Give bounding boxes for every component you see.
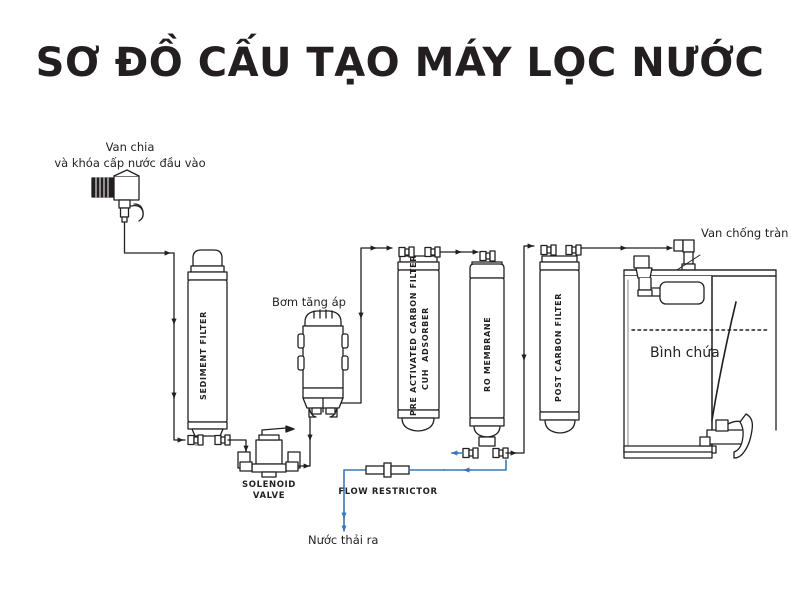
flow-restrictor-icon (365, 462, 410, 478)
inlet-valve-label-line2: và khóa cấp nước đầu vào (54, 155, 206, 170)
page-title: SƠ ĐỒ CẤU TẠO MÁY LỌC NƯỚC (35, 40, 765, 86)
solenoid-valve-label: SOLENOID VALVE (209, 480, 329, 501)
pipe-solenoid-to-pump (297, 409, 311, 467)
faucet-icon (623, 413, 754, 459)
post-carbon-filter-label: POST CARBON FILTER (554, 292, 563, 402)
booster-pump-label: Bơm tăng áp (272, 295, 346, 309)
pipe-ro-to-postcarbon (505, 245, 535, 454)
overflow-valve-label: Van chống tràn (701, 226, 789, 240)
sediment-filter-housing (187, 249, 228, 437)
pre-activated-carbon-filter-label-line1: PRE ACTIVATED CARBON FILTER (409, 254, 418, 416)
solenoid-valve-label-line2: VALVE (252, 490, 286, 501)
ro-membrane-housing (469, 261, 505, 447)
booster-pump-icon (297, 309, 349, 418)
pipe-inlet-to-riser (123, 221, 171, 256)
flow-restrictor-label: FLOW RESTRICTOR (338, 487, 438, 497)
inlet-valve-label: Van chia và khóa cấp nước đầu vào (30, 140, 230, 171)
solenoid-valve-icon (237, 425, 301, 478)
post-carbon-filter-housing (539, 255, 580, 434)
storage-tank (623, 255, 777, 454)
pre-activated-carbon-filter-label-line2: CUH ADSORBER (421, 306, 430, 390)
storage-tank-label: Bình chứa (650, 345, 720, 361)
sediment-filter-label: SEDIMENT FILTER (199, 310, 208, 400)
waste-water-label: Nước thải ra (308, 533, 379, 547)
ro-membrane-label: RO MEMBRANE (483, 316, 492, 392)
pipe-riser-down-to-sediment (169, 252, 186, 441)
overflow-valve-icon (673, 239, 696, 272)
pipe-pump-to-precarbon (340, 245, 393, 404)
inlet-valve-label-line1: Van chia (105, 140, 155, 154)
solenoid-valve-label-line1: SOLENOID (242, 480, 296, 490)
pre-activated-carbon-filter-housing (397, 255, 440, 432)
inlet-valve-icon (91, 169, 144, 223)
pipe-sediment-to-solenoid (227, 439, 247, 453)
